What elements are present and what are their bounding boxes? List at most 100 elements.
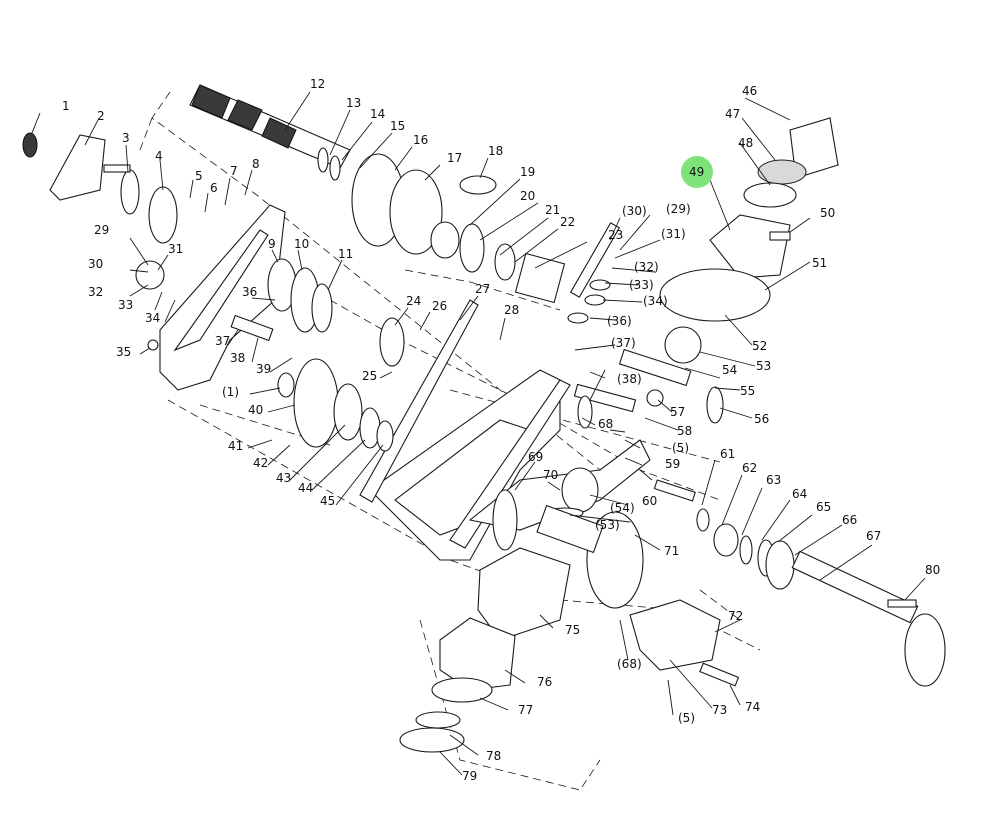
callout-67: 67 xyxy=(866,529,881,543)
callout-7: 7 xyxy=(230,164,238,178)
callout-70: 70 xyxy=(543,468,558,482)
callout-50: 50 xyxy=(820,206,835,220)
callout-78: 78 xyxy=(486,749,501,763)
callout-38: 38 xyxy=(230,351,245,365)
callout-1: 1 xyxy=(62,99,70,113)
callout-11: 11 xyxy=(338,247,353,261)
callout-28: 28 xyxy=(504,303,519,317)
callout-15: 15 xyxy=(390,119,405,133)
callout-79: 79 xyxy=(462,769,477,783)
shaft-part-23 xyxy=(514,252,566,304)
callout-17: 17 xyxy=(447,151,462,165)
spring-part-p33 xyxy=(589,279,611,291)
gear-part-p54 xyxy=(561,467,599,513)
clutch-part-17 xyxy=(389,169,443,255)
seal-part-3 xyxy=(120,169,140,215)
shaft-part-37 xyxy=(230,314,274,342)
callout-74: 74 xyxy=(745,700,760,714)
bolt-part xyxy=(103,164,131,173)
callout-p5a: (5) xyxy=(672,441,689,455)
callout-24: 24 xyxy=(406,294,421,308)
callout-52: 52 xyxy=(752,339,767,353)
callout-12: 12 xyxy=(310,77,325,91)
callout-42: 42 xyxy=(253,456,268,470)
callout-66: 66 xyxy=(842,513,857,527)
input-shaft xyxy=(189,84,351,169)
pin-part-54 xyxy=(618,348,692,387)
lever-part-38 xyxy=(573,383,637,413)
callout-p68: (68) xyxy=(617,657,642,671)
callout-76: 76 xyxy=(537,675,552,689)
differential-group xyxy=(618,117,839,424)
callout-68: 68 xyxy=(598,417,613,431)
housing-part-49 xyxy=(709,214,791,279)
callout-43: 43 xyxy=(276,471,291,485)
callout-p32: (32) xyxy=(634,260,659,274)
callout-57: 57 xyxy=(670,405,685,419)
callout-37: 37 xyxy=(215,334,230,348)
callout-40: 40 xyxy=(248,403,263,417)
ring-part-p36 xyxy=(567,312,589,324)
fork-part-18 xyxy=(459,175,497,195)
callout-13: 13 xyxy=(346,96,361,110)
gear-part-4 xyxy=(148,186,178,244)
ring-part-62 xyxy=(713,523,739,557)
callout-64: 64 xyxy=(792,487,807,501)
gear-part-56 xyxy=(706,386,724,424)
gearbox-housing-front xyxy=(159,204,286,391)
callout-3: 3 xyxy=(122,131,130,145)
cover-part-76 xyxy=(439,617,516,691)
callout-22: 22 xyxy=(560,215,575,229)
bearing-part-p1 xyxy=(277,372,295,398)
bearing-part-65 xyxy=(765,540,795,590)
washer-part-78 xyxy=(415,711,461,729)
crown-gear-part-71 xyxy=(586,511,644,609)
callout-27: 27 xyxy=(475,282,490,296)
callout-47: 47 xyxy=(725,107,740,121)
callout-p5b: (5) xyxy=(678,711,695,725)
callout-30: 30 xyxy=(88,257,103,271)
callout-71: 71 xyxy=(664,544,679,558)
output-shaft-67 xyxy=(791,550,919,624)
callout-55: 55 xyxy=(740,384,755,398)
differential-case-75 xyxy=(477,547,571,641)
callout-p37: (37) xyxy=(611,336,636,350)
callout-77: 77 xyxy=(518,703,533,717)
callout-53: 53 xyxy=(756,359,771,373)
callout-5: 5 xyxy=(195,169,203,183)
callout-p33: (33) xyxy=(629,278,654,292)
callout-p54: (54) xyxy=(610,501,635,515)
callout-46: 46 xyxy=(742,84,757,98)
callout-18: 18 xyxy=(488,144,503,158)
callout-49: 49 xyxy=(689,165,704,179)
bearing-part-77 xyxy=(431,677,493,703)
gear-part-22 xyxy=(494,243,516,281)
flange-part-2 xyxy=(49,134,106,201)
callout-36: 36 xyxy=(242,285,257,299)
ring-part-13 xyxy=(317,147,329,173)
ring-part-63 xyxy=(739,535,753,565)
callout-labels: 1 2 3 4 5 6 7 8 9 10 11 12 13 14 15 16 1… xyxy=(62,77,940,783)
ring-part-11 xyxy=(311,283,333,333)
callout-6: 6 xyxy=(210,181,218,195)
callout-16: 16 xyxy=(413,133,428,147)
callout-62: 62 xyxy=(742,461,757,475)
callout-39: 39 xyxy=(256,362,271,376)
rod-part-p30 xyxy=(569,222,621,298)
bearing-part-20 xyxy=(459,223,485,273)
nut-part-1 xyxy=(22,132,38,158)
shift-assembly-30 xyxy=(135,260,165,290)
callout-65: 65 xyxy=(816,500,831,514)
callout-56: 56 xyxy=(754,412,769,426)
callout-p36: (36) xyxy=(607,314,632,328)
callout-60: 60 xyxy=(642,494,657,508)
callout-8: 8 xyxy=(252,157,260,171)
callout-26: 26 xyxy=(432,299,447,313)
callout-p34: (34) xyxy=(643,294,668,308)
gear-part-79 xyxy=(399,727,465,753)
callout-21: 21 xyxy=(545,203,560,217)
callout-59: 59 xyxy=(665,457,680,471)
shift-rod-group xyxy=(567,222,637,429)
callout-2: 2 xyxy=(97,109,105,123)
output-flange-67 xyxy=(904,613,946,687)
